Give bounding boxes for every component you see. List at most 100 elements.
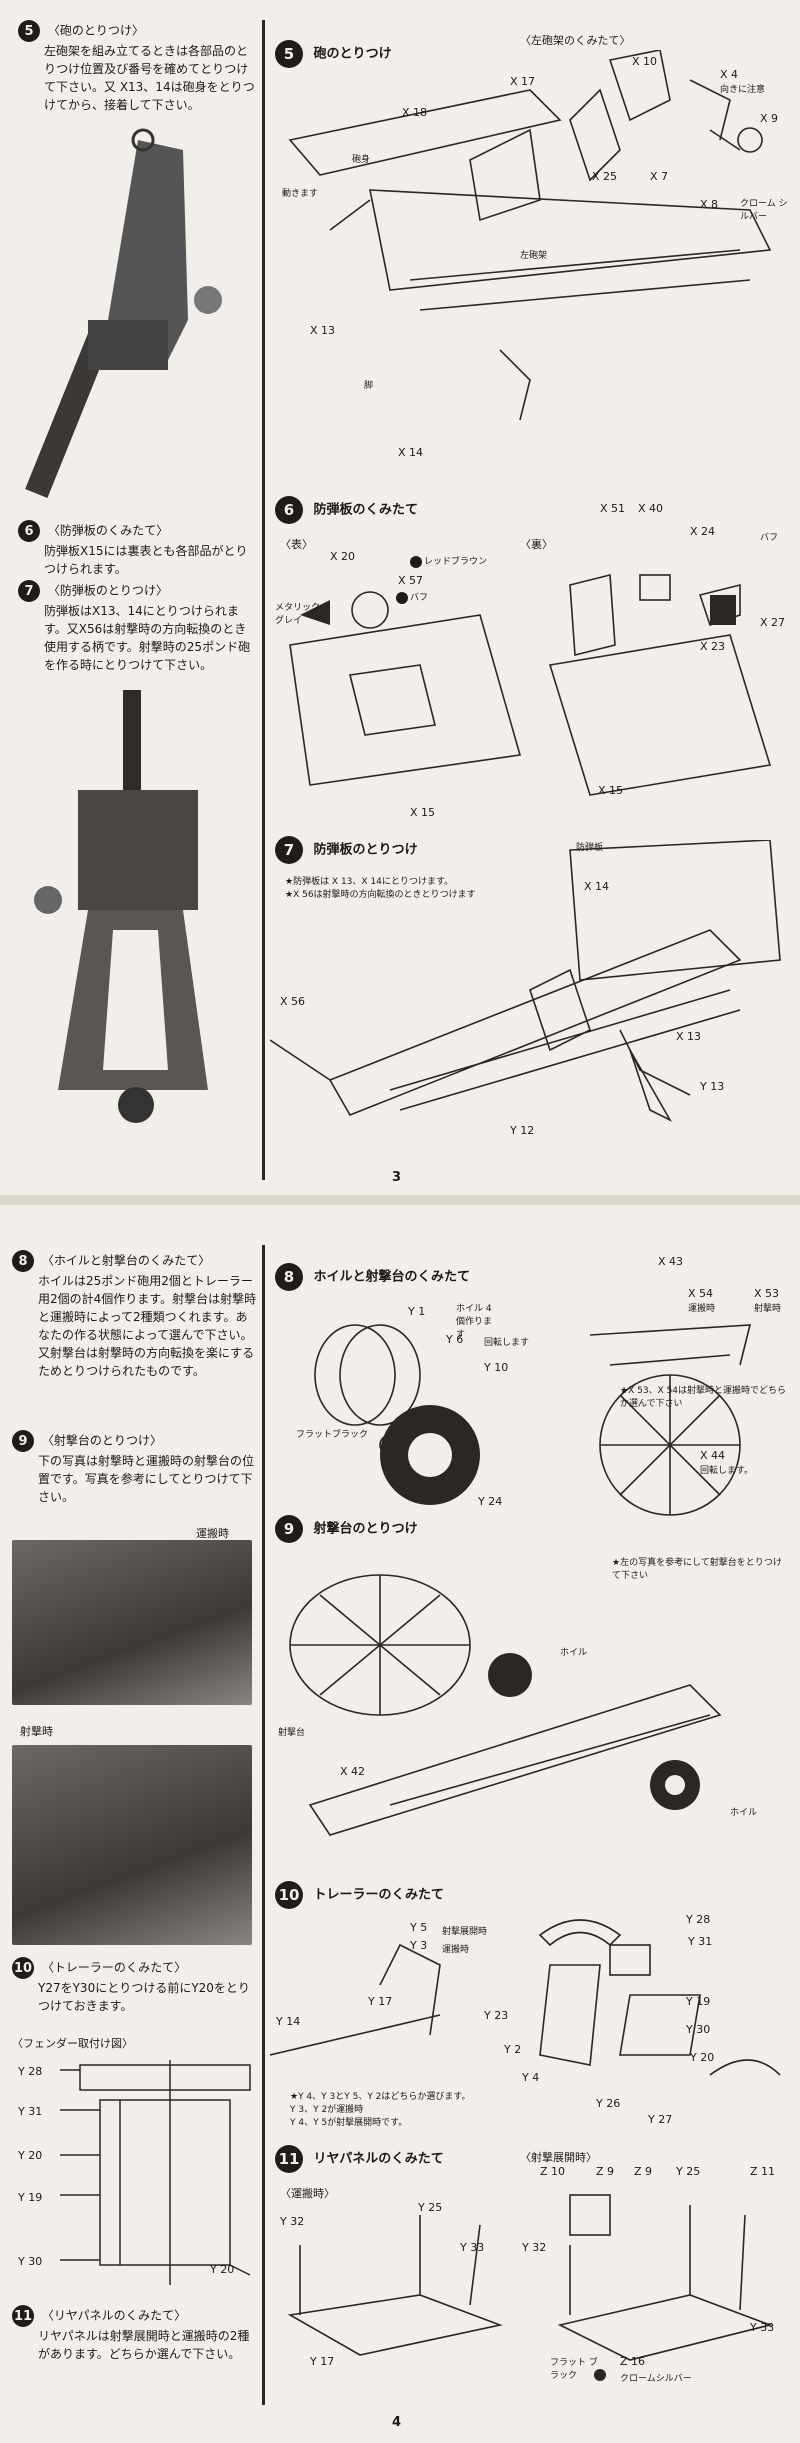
step10-note-1: ★Y 4、Y 3とY 5、Y 2はどちらか選びます。 [290,2092,471,2102]
label-y17-10: Y 17 [368,1995,393,2008]
label-buff1-wrap: バフ [396,590,428,604]
step7-header-title: 防弾板のとりつけ [313,842,418,858]
step11-left: 11 〈リヤパネルのくみたて〉 リヤパネルは射撃展開時と運搬時の2種があります。… [12,2305,257,2363]
step6-header-number: 6 [275,496,303,524]
step10-title: 〈トレーラーのくみたて〉 [41,1960,187,1975]
label-y26: Y 26 [596,2097,621,2110]
label-y17-11: Y 17 [310,2355,335,2368]
step10-number: 10 [12,1957,34,1979]
step11-diagram [287,2194,773,2381]
label-y13: Y 13 [700,1080,725,1093]
label-y31: Y 31 [688,1935,713,1948]
step9-header: 9 射撃台のとりつけ [275,1515,418,1543]
step7-left: 7 〈防弾板のとりつけ〉 防弾板はX13、14にとりつけられます。又X56は射撃… [18,580,258,674]
step8-diagram [314,1324,752,1516]
paint-dot-icon [410,555,422,568]
step7-diagram [270,840,781,1122]
step6-header: 6 防弾板のくみたて [275,496,418,524]
label-x27: X 27 [760,616,786,629]
label-x15b: X 15 [598,784,624,797]
column-divider [262,1245,265,2405]
label-x7: X 7 [650,170,669,183]
label-rotate: 回転します [484,1338,530,1348]
label-x10: X 10 [632,55,658,68]
label-x42: X 42 [340,1765,366,1778]
label-wheel2-9: ホイル [730,1808,758,1818]
step11-header: 11 リヤパネルのくみたて [275,2145,444,2173]
fender-label-y20b: Y 20 [210,2263,235,2276]
step10-header-number: 10 [275,1881,303,1909]
step5-header: 5 砲のとりつけ [275,40,392,68]
label-y1: Y 1 [408,1305,426,1318]
fender-label-y31: Y 31 [18,2105,43,2118]
step5-text: 左砲架を組み立てるときは各部品のとりつけ位置及び番号を確めてとりつけて下さい。又… [44,44,255,112]
label-y25a: Y 25 [418,2201,443,2214]
label-leg: 脚 [364,381,374,391]
label-x15a: X 15 [410,806,436,819]
label-y33a: Y 33 [460,2241,485,2254]
step6-title: 〈防弾板のくみたて〉 [47,523,169,538]
page-4: 8 〈ホイルと射撃台のくみたて〉 ホイルは25ポンド砲用2個とトレーラー用2個の… [0,1205,800,2443]
step10-note-3: Y 4、Y 5が射撃展開時です。 [290,2118,408,2128]
step7-header: 7 防弾板のとりつけ [275,836,418,864]
step11-header-title: リヤパネルのくみたて [313,2151,444,2167]
label-flat-black: フラットブラック [296,1430,369,1440]
step5-diagram [288,50,772,421]
label-wheel-9: ホイル [560,1648,588,1658]
step9-header-title: 射撃台のとりつけ [313,1521,418,1537]
label-back: 〈裏〉 [520,538,553,551]
label-x25: X 25 [592,170,618,183]
label-y5: Y 5 [410,1921,428,1934]
paint-dot-icon [396,591,408,604]
label-x54: X 54 [688,1287,714,1300]
step8-header-title: ホイルと射撃台のくみたて [313,1269,471,1285]
step8-title: 〈ホイルと射撃台のくみたて〉 [41,1253,211,1268]
label-left-carriage: 左砲架 [520,251,548,261]
label-y4: Y 4 [522,2071,540,2084]
label-x4-note: 向きに注意 [720,85,766,95]
step9-text: 下の写真は射撃時と運搬時の射撃台の位置です。写真を参考にしてとりつけて下さい。 [38,1454,255,1504]
label-y12: Y 12 [510,1124,535,1137]
step10-diagram [270,1919,781,2076]
step7-note-1: ★防弾板は X 13、X 14にとりつけます。 [285,877,454,887]
step8-note: ★X 53、X 54は射撃時と運搬時でどちらか選んで下さい [620,1386,787,1409]
label-y30: Y 30 [686,2023,711,2036]
fender-label-y20a: Y 20 [18,2149,43,2162]
label-transport-8: 運搬時 [688,1304,716,1314]
gun-photo-1 [18,120,248,500]
step7-note-2: ★X 56は射撃時の方向転換のときとりつけます [285,890,476,900]
label-firing-deploy: 射撃展開時 [442,1927,488,1937]
step11-title: 〈リヤパネルのくみたて〉 [41,2308,187,2323]
label-z11: Z 11 [750,2165,776,2178]
label-x51: X 51 [600,502,626,515]
label-chrome-silver: クローム シルバー [740,199,788,222]
label-x14-7: X 14 [584,880,610,893]
label-x53: X 53 [754,1287,780,1300]
step10-left: 10 〈トレーラーのくみたて〉 Y27をY30にとりつける前にY20をとりつけて… [12,1957,257,2015]
label-shield: 防弾板 [576,843,604,853]
label-x13: X 13 [310,324,336,337]
label-moves: 動きます [282,189,319,199]
label-metallic-gray: メタリック グレイ [275,603,321,626]
step7-number: 7 [18,580,40,602]
step5-header-number: 5 [275,40,303,68]
label-x20: X 20 [330,550,356,563]
label-x40: X 40 [638,502,664,515]
step6-text: 防弾板X15には裏表とも各部品がとりつけられます。 [44,544,248,576]
step10-header-title: トレーラーのくみたて [313,1887,445,1903]
label-photo-transport: 運搬時 [196,1527,229,1540]
fender-title: 〈フェンダー取付け図〉 [12,2037,133,2050]
label-y25b: Y 25 [676,2165,701,2178]
step10-note-2: Y 3、Y 2が運搬時 [290,2105,364,2115]
label-y24: Y 24 [478,1495,503,1508]
column-divider [262,20,265,1180]
step9-title: 〈射撃台のとりつけ〉 [41,1433,162,1448]
label-firing-11: 〈射撃展開時〉 [520,2151,597,2164]
label-y32b: Y 32 [522,2241,547,2254]
label-buff2: バフ [760,533,779,543]
label-y33b: Y 33 [750,2321,775,2334]
step5-number: 5 [18,20,40,42]
label-platform: 射撃台 [278,1728,306,1738]
step9-note: ★左の写真を参考にして射撃台をとりつけて下さい [612,1558,782,1581]
fender-diagram [60,2060,251,2285]
